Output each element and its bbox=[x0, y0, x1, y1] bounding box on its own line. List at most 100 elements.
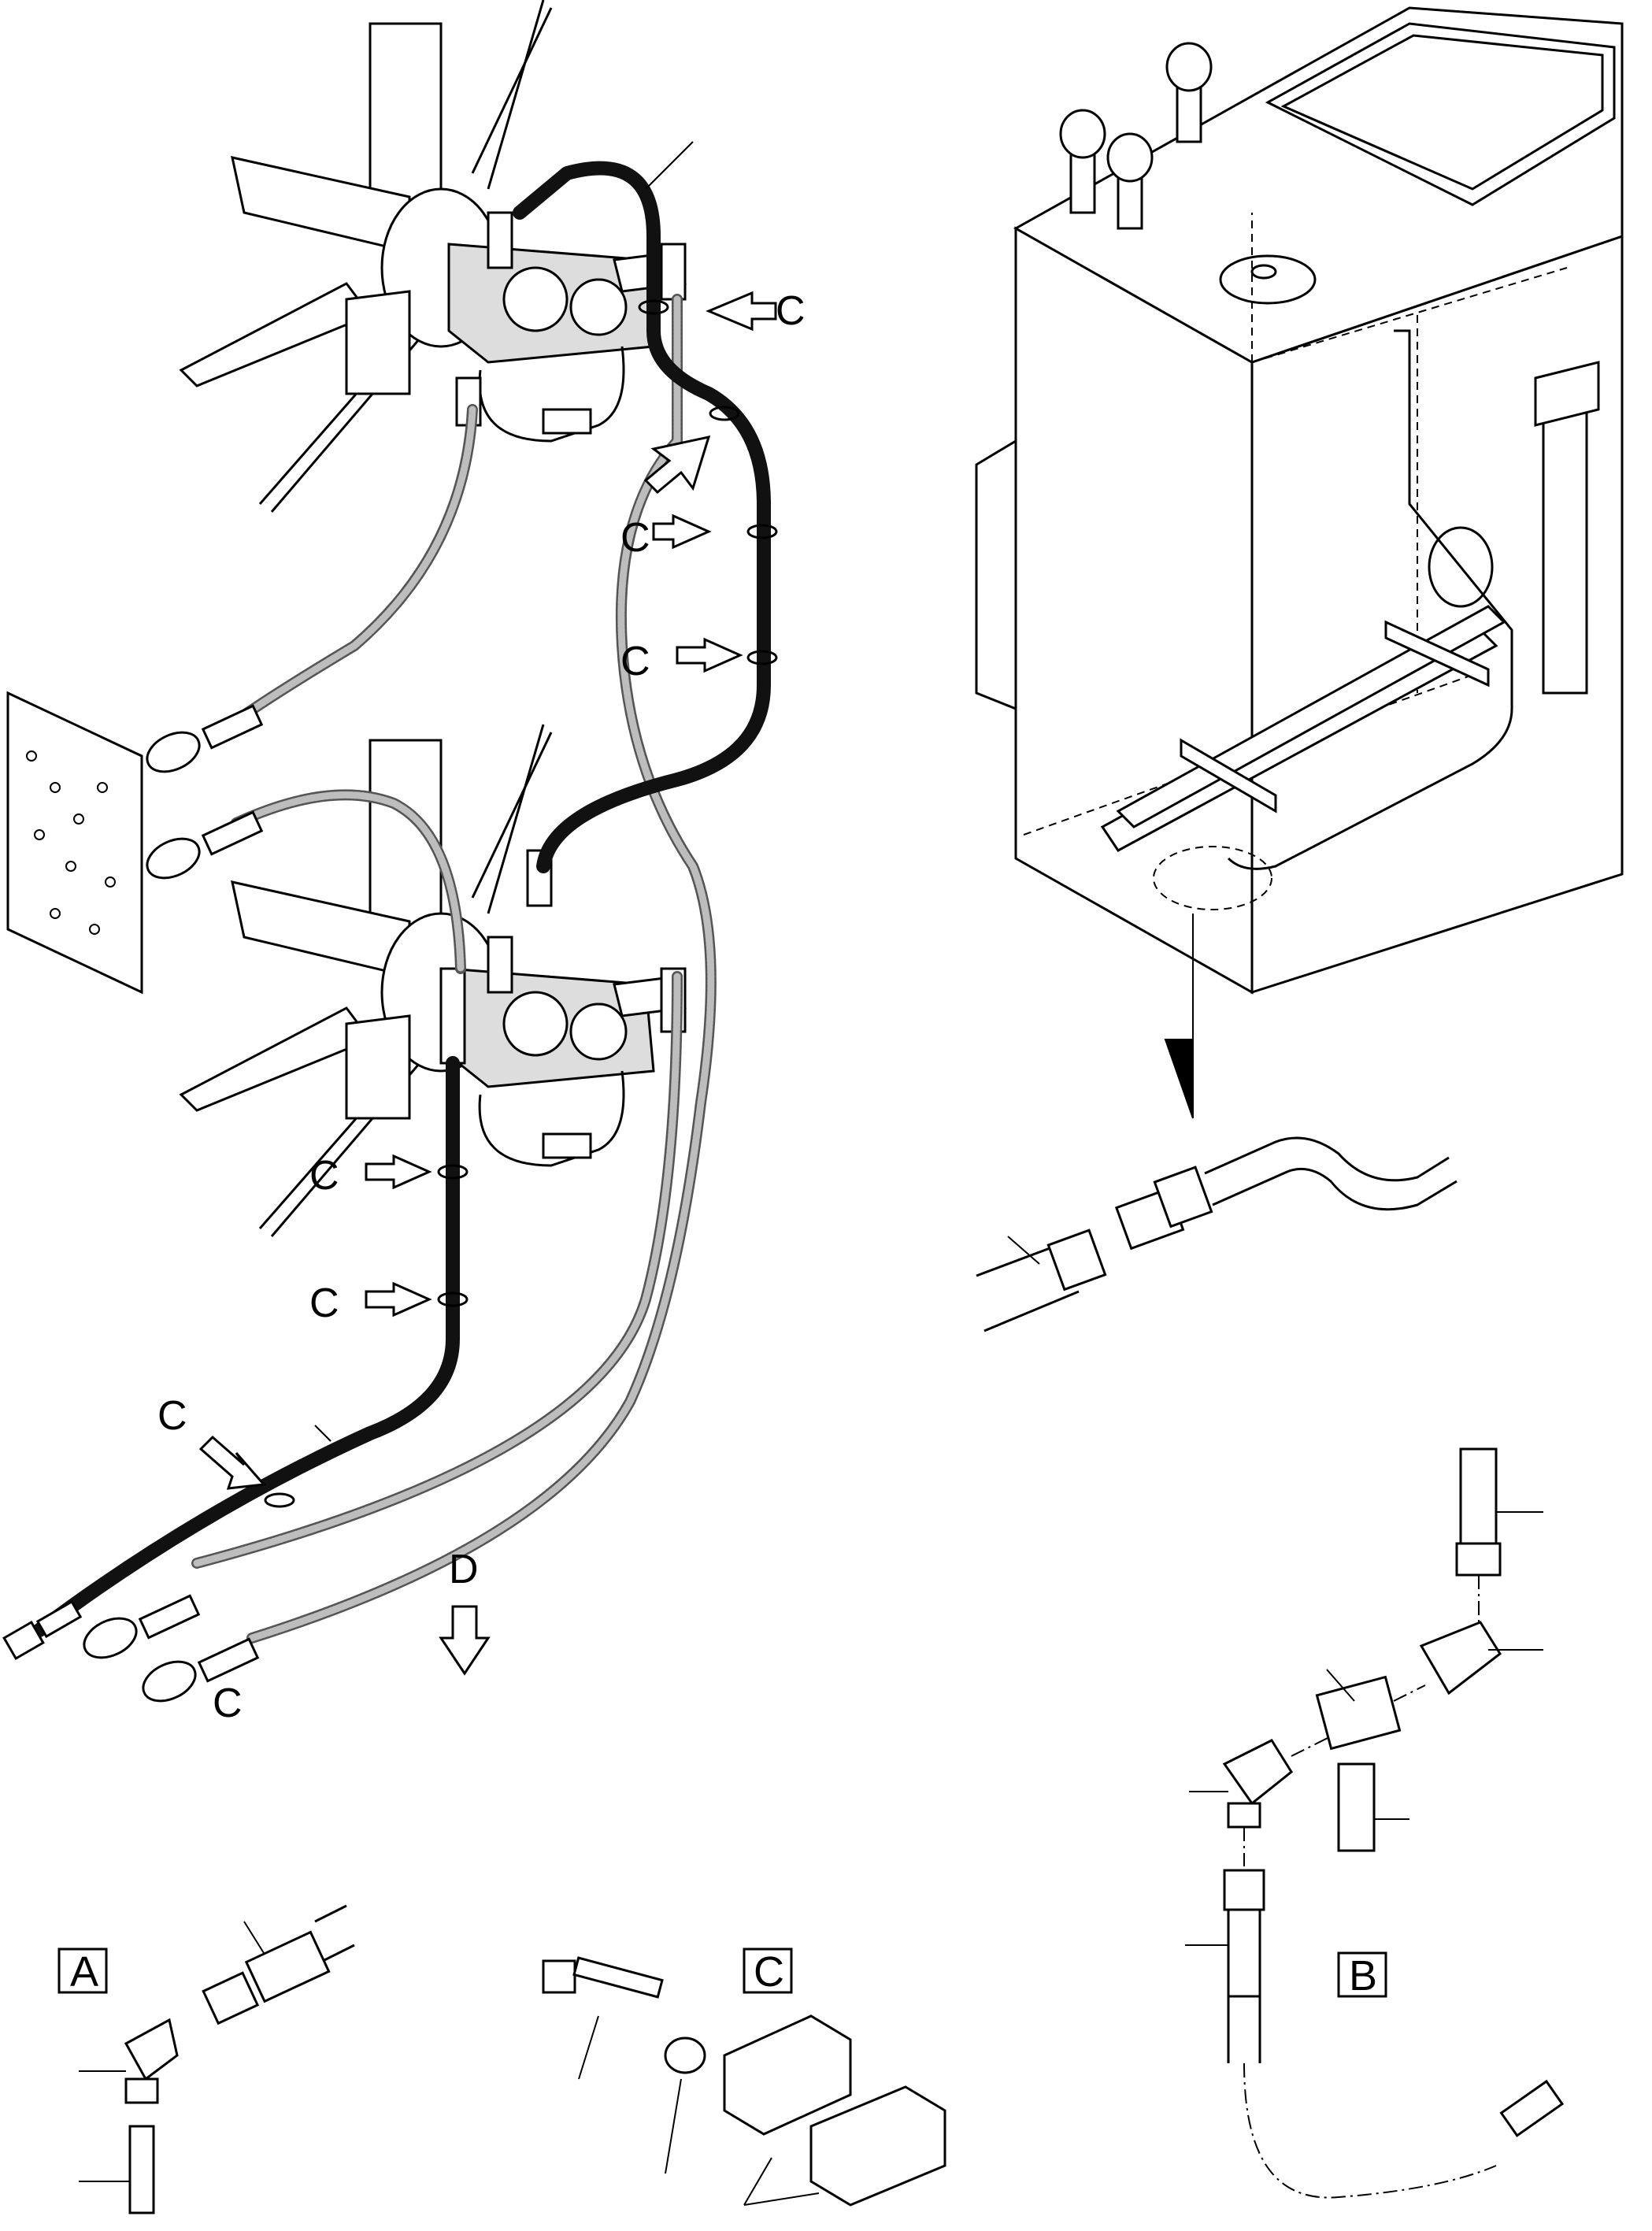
callout-c-mid-1: C bbox=[620, 513, 712, 561]
hidden-line bbox=[1251, 267, 1568, 363]
upper-fan-blade-lower-left bbox=[179, 282, 372, 387]
lower-loop-tube bbox=[478, 1070, 625, 1167]
detail-b-elbow-right bbox=[1419, 1621, 1502, 1695]
detail-hose-bottom-edge bbox=[983, 1290, 1080, 1332]
return-hose-upper-to-plate-braid bbox=[232, 406, 476, 725]
leader-line bbox=[1326, 1669, 1355, 1702]
lower-return-fitting bbox=[439, 967, 466, 1065]
detail-a: A bbox=[57, 1904, 355, 2214]
detail-c-bolt-shaft bbox=[572, 1956, 664, 1999]
upper-loop-coupler bbox=[542, 408, 592, 435]
detail-a-hose-nut bbox=[202, 1971, 260, 2025]
plate-hole bbox=[105, 876, 116, 888]
hose-end-fittings bbox=[2, 704, 264, 1703]
tank-top-valve-1-cap bbox=[1059, 109, 1106, 159]
tank-filter-column bbox=[1542, 376, 1588, 695]
plate-hose-end-2 bbox=[201, 810, 264, 856]
filler-cap-knob bbox=[1250, 264, 1277, 280]
lower-fan-mount-block bbox=[345, 1014, 411, 1120]
detail-c-label: C bbox=[754, 1948, 784, 1996]
detail-b-top-nut bbox=[1455, 1542, 1502, 1577]
detail-a-hose-sleeve bbox=[244, 1930, 331, 2003]
detail-pipe-bottom bbox=[1212, 1167, 1458, 1211]
detail-a-hose-top bbox=[314, 1904, 347, 1923]
detail-b: B bbox=[1185, 1447, 1565, 2199]
leader-line bbox=[645, 141, 694, 190]
detail-a-adapter bbox=[128, 2125, 155, 2214]
lower-motor-port-2 bbox=[569, 1002, 628, 1061]
pressure-hose-end-nut bbox=[2, 1620, 45, 1661]
detail-b-adapter bbox=[1337, 1762, 1376, 1852]
tank-side-block bbox=[975, 439, 1017, 711]
hose-clamp bbox=[709, 406, 740, 421]
hose-clamp bbox=[264, 1492, 295, 1508]
lower-elbow-fitting bbox=[487, 936, 513, 994]
return-hose-upper-to-plate bbox=[231, 404, 478, 726]
plate-hole bbox=[50, 782, 61, 793]
callout-c-lower-2: C bbox=[309, 1280, 432, 1326]
detail-c-washer bbox=[664, 2036, 706, 2074]
detail-c: C bbox=[542, 1947, 946, 2207]
pressure-hose-end-sleeve bbox=[35, 1599, 83, 1639]
plate-flange-2 bbox=[146, 837, 201, 880]
upper-fan-blade-edge-1 bbox=[471, 7, 553, 174]
return-hose-end-2 bbox=[197, 1637, 260, 1683]
upper-motor-port bbox=[502, 266, 569, 332]
lower-motor-port bbox=[502, 991, 569, 1057]
hose-clamp bbox=[746, 524, 778, 539]
detail-c-bolt-head bbox=[542, 1959, 576, 1994]
callout-label: D bbox=[449, 1547, 479, 1592]
detail-a-box bbox=[57, 1947, 108, 1994]
tube-clamp-bar-2 bbox=[1384, 620, 1490, 687]
detail-b-top-hose bbox=[1459, 1447, 1498, 1545]
lower-fan-blade-edge-2 bbox=[487, 724, 545, 914]
callout-label: C bbox=[157, 1393, 187, 1439]
detail-hose-connection bbox=[976, 1136, 1458, 1332]
upper-fan-blade-top bbox=[369, 22, 443, 206]
valve-plate-body bbox=[6, 691, 143, 995]
upper-motor-port-2 bbox=[569, 278, 628, 336]
hose-clamp bbox=[638, 299, 669, 315]
detail-b-label: B bbox=[1349, 1952, 1377, 1999]
callout-label: C bbox=[776, 288, 806, 334]
hollow-arrow-icon bbox=[198, 1435, 267, 1490]
upper-fan-mount-block bbox=[345, 290, 411, 395]
hose-clamp bbox=[437, 1292, 469, 1307]
plate-hole bbox=[26, 750, 37, 762]
callout-c-bottom: C bbox=[213, 1681, 243, 1726]
callout-label: C bbox=[309, 1153, 339, 1199]
detail-highlight-ring bbox=[1153, 846, 1272, 910]
plate-hole bbox=[50, 908, 61, 919]
callout-c-lower-1: C bbox=[309, 1153, 432, 1199]
tank-filter-head bbox=[1534, 361, 1600, 427]
tank-top-valve-3-cap bbox=[1165, 42, 1213, 92]
lower-fan-assembly bbox=[179, 724, 687, 1237]
hollow-arrow-icon bbox=[652, 513, 712, 550]
upper-fan-assembly bbox=[179, 0, 687, 513]
tank-cover-inner bbox=[1280, 34, 1604, 191]
return-hoses bbox=[191, 294, 717, 1644]
callout-c-diag bbox=[643, 435, 711, 495]
detail-pipe-top bbox=[1204, 1136, 1450, 1182]
leader-line bbox=[1007, 1236, 1040, 1265]
hollow-arrow-icon bbox=[706, 291, 777, 332]
valve-plate bbox=[6, 691, 143, 995]
plate-hole bbox=[73, 813, 84, 825]
detail-b-box bbox=[1337, 1951, 1387, 1998]
upper-fan-blade-edge-2 bbox=[487, 0, 545, 190]
filler-cap bbox=[1219, 254, 1317, 305]
lower-fan-blade-edge-1 bbox=[471, 732, 553, 899]
return-hose-plate-to-lower-braid bbox=[232, 791, 465, 973]
detail-b-axis bbox=[1393, 1684, 1426, 1702]
tank-top-valve-2-cap bbox=[1106, 132, 1154, 183]
hose-clamps bbox=[264, 299, 778, 1508]
leader-line bbox=[243, 1921, 265, 1954]
callout-label: C bbox=[620, 639, 650, 684]
return-hose-long-2-braid bbox=[193, 973, 681, 1567]
callout-c-lower-diag: C bbox=[157, 1393, 267, 1490]
callout-label: C bbox=[309, 1280, 339, 1326]
return-hose-long-1-braid bbox=[248, 295, 715, 1642]
detail-a-elbow bbox=[124, 2018, 179, 2081]
detail-b-bottom-sleeve bbox=[1227, 1908, 1261, 1998]
